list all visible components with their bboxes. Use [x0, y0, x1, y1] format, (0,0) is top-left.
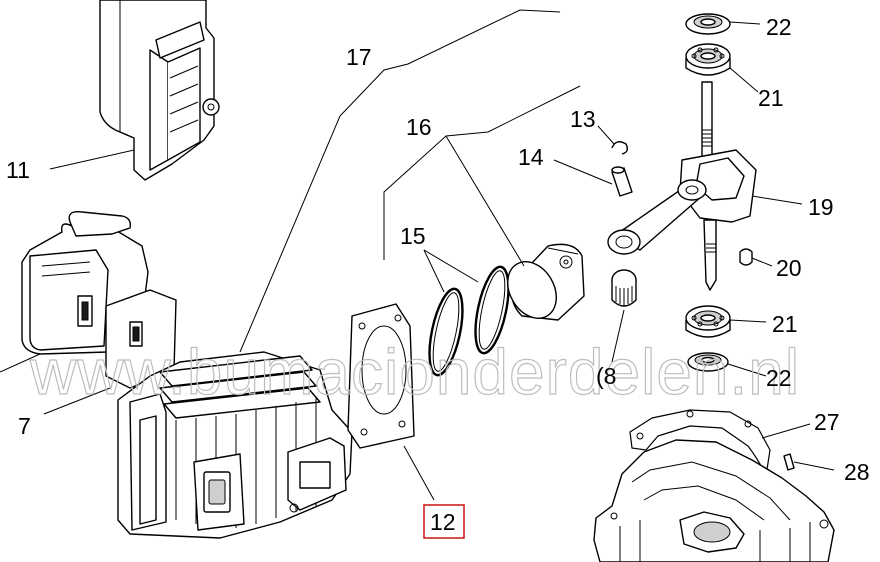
part-16-piston [507, 243, 585, 321]
leader-15a [423, 249, 445, 293]
leader-22-bottom [727, 363, 767, 377]
label-part-15: 15 [400, 223, 426, 249]
part-20-key [739, 248, 753, 266]
leader-21-bottom [729, 319, 767, 323]
leader-7-gasket [43, 387, 111, 415]
label-part-20: 20 [776, 255, 802, 281]
leader-21-top [729, 67, 759, 93]
highlight-box-part-12 [423, 504, 465, 539]
part-13-clip [611, 141, 629, 155]
label-part-11: 11 [6, 157, 30, 183]
part-21-bottom-bearing [685, 305, 731, 338]
part-27-gasket [629, 409, 771, 477]
crankcase [593, 439, 835, 562]
part-18-needle-bearing [611, 269, 637, 307]
part-14-pin [611, 166, 633, 197]
leader-22-top [729, 21, 761, 25]
part-28-pin [783, 453, 795, 471]
leader-13 [597, 125, 615, 145]
label-part-7: 7 [18, 413, 31, 439]
cylinder [117, 351, 353, 539]
label-part-27: 27 [814, 409, 840, 435]
part-22-top-seal [685, 13, 731, 35]
label-part-16: 16 [406, 114, 432, 140]
leader-28 [793, 461, 835, 471]
leader-17-bracket [339, 9, 561, 117]
leader-18 [611, 309, 625, 363]
part-21-top-bearing [685, 43, 731, 76]
leader-7-muffler [0, 353, 41, 373]
label-part-13: 13 [570, 106, 596, 132]
part-12-gasket [347, 303, 415, 449]
leader-16 [383, 85, 581, 267]
label-part-21-bottom: 21 [772, 311, 798, 337]
label-part-19: 19 [808, 194, 834, 220]
label-part-22-top: 22 [766, 14, 792, 40]
leader-15b [423, 249, 479, 283]
part-22-bottom-seal [687, 352, 729, 372]
part-19-crankshaft [607, 81, 757, 291]
leader-14 [553, 159, 613, 185]
leader-17 [239, 115, 341, 353]
muffler-gasket [105, 289, 177, 389]
part-11-cover [99, 0, 220, 181]
leader-20 [751, 257, 773, 267]
label-part-14: 14 [518, 144, 544, 170]
part-15-piston-rings [428, 265, 510, 377]
leader-12 [403, 445, 435, 501]
watermark-text: www.bumacionderdelen.nl [29, 336, 800, 408]
label-part-21-top: 21 [758, 85, 784, 111]
label-part-12[interactable]: 12 [430, 509, 456, 535]
leader-19 [751, 195, 803, 205]
label-part-22-bottom: 22 [766, 365, 792, 391]
leader-27 [761, 423, 811, 439]
label-part-17: 17 [346, 44, 372, 70]
part-7-muffler [21, 211, 149, 355]
label-part-18: (8 [596, 363, 616, 389]
leader-11 [49, 149, 135, 170]
label-part-28: 28 [844, 459, 870, 485]
